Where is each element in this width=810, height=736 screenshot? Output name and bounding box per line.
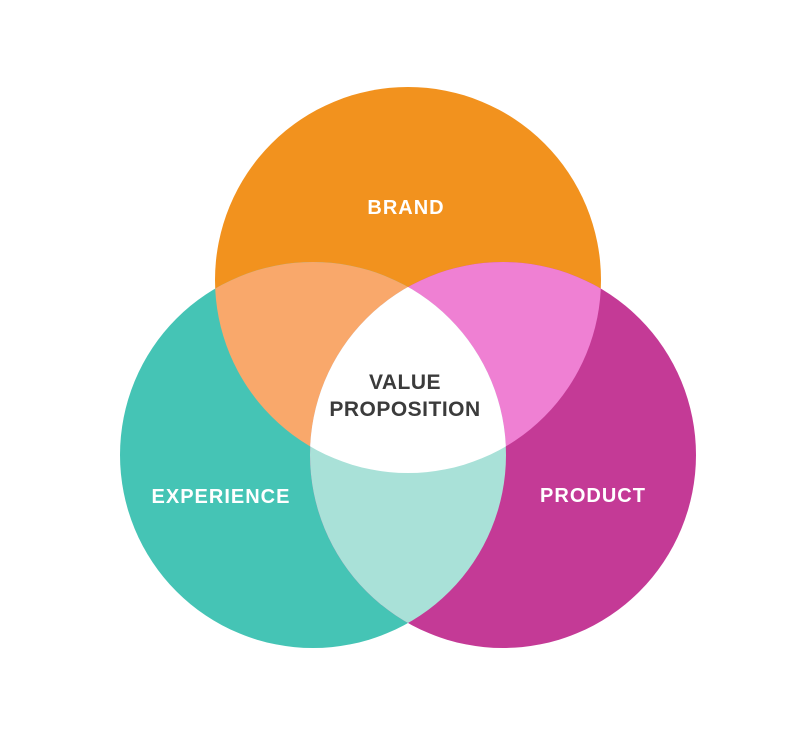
center-label-line-1: VALUE xyxy=(369,371,441,394)
center-label-line-2: PROPOSITION xyxy=(329,398,480,421)
brand-label: BRAND xyxy=(367,197,444,219)
experience-label: EXPERIENCE xyxy=(152,486,291,508)
product-label: PRODUCT xyxy=(540,485,646,507)
